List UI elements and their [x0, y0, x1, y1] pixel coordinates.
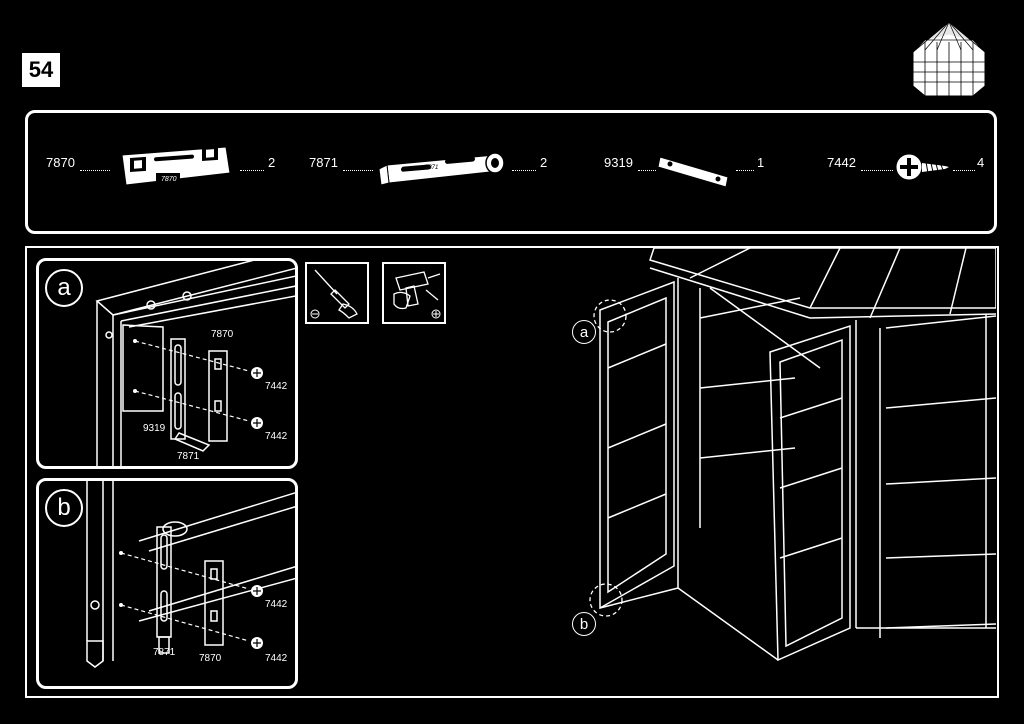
door-strap-bracket-icon: 7871 — [377, 143, 507, 193]
label-7871: 7871 — [177, 451, 200, 462]
main-illustration-frame — [25, 246, 999, 698]
screwdriver-tool-box — [305, 262, 369, 324]
phillips-screw-icon — [895, 149, 951, 189]
part-code: 9319 — [604, 155, 633, 170]
greenhouse-door-illustration: a b — [570, 248, 996, 696]
part-engraving: 7871 — [425, 165, 439, 171]
part-code: 7870 — [46, 155, 75, 170]
door-hinge-bracket-icon: 7870 — [116, 143, 236, 193]
detail-b-letter: b — [45, 489, 83, 527]
label-7442-upper: 7442 — [265, 599, 288, 610]
step-number: 54 — [22, 53, 60, 87]
part-quantity: 2 — [540, 155, 548, 170]
label-7870: 7870 — [199, 653, 222, 664]
part-engraving: 7870 — [161, 176, 177, 183]
part-9319: 9319 1 — [604, 113, 774, 231]
parts-list: 7870 7870 2 7871 — [25, 110, 997, 234]
part-code: 7871 — [309, 155, 338, 170]
callout-a: a — [572, 320, 596, 344]
label-7871: 7871 — [153, 647, 176, 658]
label-7870: 7870 — [211, 329, 234, 340]
part-quantity: 1 — [757, 155, 765, 170]
part-7442: 7442 4 — [827, 113, 987, 231]
part-quantity: 4 — [977, 155, 985, 170]
label-9319: 9319 — [143, 423, 166, 434]
part-7871: 7871 7871 2 — [309, 113, 549, 231]
detail-a-letter: a — [45, 269, 83, 307]
part-quantity: 2 — [268, 155, 276, 170]
detail-a-panel: a 7870 7442 7442 9319 7871 — [36, 258, 298, 469]
flat-plate-icon — [656, 149, 732, 193]
label-7442-upper: 7442 — [265, 381, 288, 392]
label-7442-lower: 7442 — [265, 653, 288, 664]
callout-b: b — [572, 612, 596, 636]
octagonal-greenhouse-icon — [903, 20, 995, 100]
detail-b-panel: b 7442 7442 7871 7870 — [36, 478, 298, 689]
part-code: 7442 — [827, 155, 856, 170]
drill-tool-box — [382, 262, 446, 324]
part-7870: 7870 7870 2 — [46, 113, 276, 231]
label-7442-lower: 7442 — [265, 431, 288, 442]
drill-icon — [393, 271, 441, 319]
screwdriver-icon — [310, 269, 358, 319]
